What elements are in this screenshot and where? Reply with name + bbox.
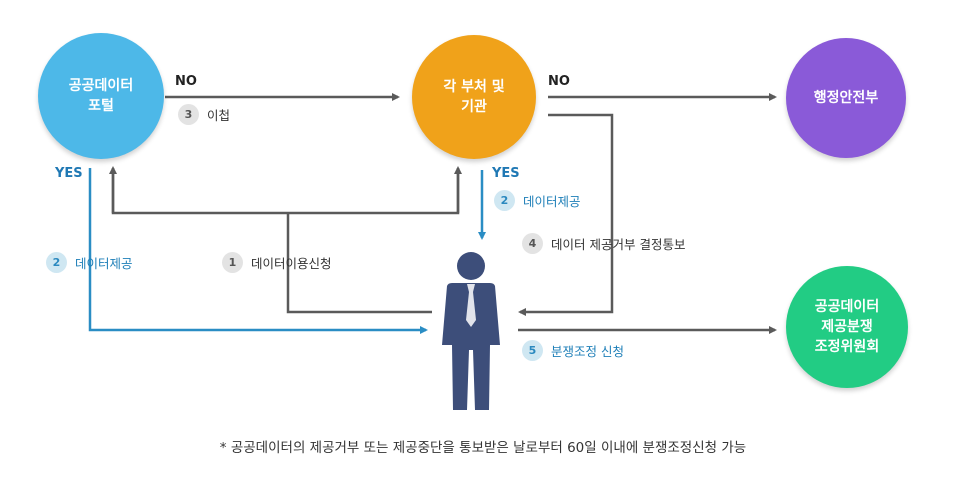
- no-label-ministry: NO: [548, 74, 570, 89]
- step-refusal-notice: 4 데이터 제공거부 결정통보: [522, 233, 685, 254]
- mois-label: 행정안전부: [813, 90, 879, 106]
- ministry-node: 각 부처 및 기관: [412, 35, 536, 159]
- person-icon: [442, 252, 500, 410]
- step-number: 3: [178, 104, 199, 125]
- yes-label-portal: YES: [55, 166, 83, 181]
- arrow-refusal-notice: [518, 113, 614, 316]
- line-request-branch: [111, 174, 460, 215]
- footnote: * 공공데이터의 제공거부 또는 제공중단을 통보받은 날로부터 60일 이내에…: [219, 440, 747, 456]
- yes-label-ministry: YES: [492, 166, 520, 181]
- committee-node: 공공데이터 제공분쟁 조정위원회: [786, 266, 908, 388]
- step-provision-portal: 2 데이터제공: [46, 252, 133, 273]
- step-text: 데이터제공: [75, 256, 133, 271]
- step-text: 데이터이용신청: [251, 256, 332, 271]
- line-request-from-person: [286, 213, 432, 314]
- portal-label: 공공데이터 포털: [68, 78, 134, 114]
- step-number: 5: [522, 340, 543, 361]
- step-number: 2: [46, 252, 67, 273]
- step-text: 분쟁조정 신청: [551, 344, 624, 359]
- arrow-portal-provision: [88, 168, 428, 334]
- step-transfer: 3 이첩: [178, 104, 230, 125]
- committee-label: 공공데이터 제공분쟁 조정위원회: [814, 299, 880, 355]
- step-dispute-request: 5 분쟁조정 신청: [522, 340, 624, 361]
- step-text: 이첩: [207, 108, 231, 123]
- step-provision-ministry: 2 데이터제공: [494, 190, 581, 211]
- step-text: 데이터제공: [523, 194, 581, 209]
- step-text: 데이터 제공거부 결정통보: [551, 237, 686, 252]
- step-number: 1: [222, 252, 243, 273]
- no-label-portal: NO: [175, 74, 197, 89]
- mois-node: 행정안전부: [786, 38, 906, 158]
- step-number: 4: [522, 233, 543, 254]
- portal-node: 공공데이터 포털: [38, 33, 164, 159]
- ministry-label: 각 부처 및 기관: [443, 79, 505, 115]
- step-number: 2: [494, 190, 515, 211]
- step-data-request: 1 데이터이용신청: [222, 252, 332, 273]
